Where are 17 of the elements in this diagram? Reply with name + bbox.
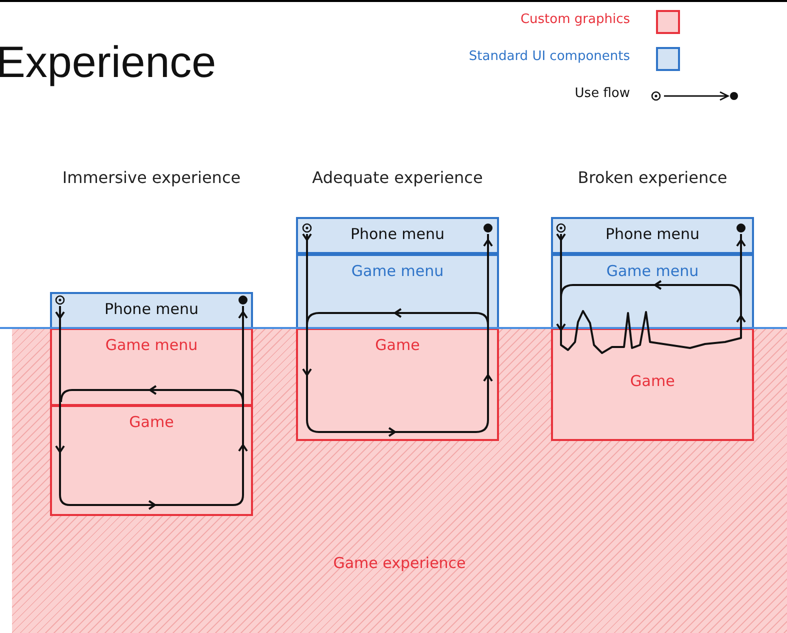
hatched-area — [12, 328, 787, 633]
legend-label: Custom graphics — [519, 12, 630, 27]
game-panel: Game menu — [50, 328, 253, 406]
game-panel: Game — [50, 405, 253, 516]
menu-panel: Phone menu — [50, 292, 253, 329]
menu-panel: Game menu — [296, 254, 499, 329]
game-panel: Game — [296, 328, 499, 441]
menu-panel: Phone menu — [296, 217, 499, 254]
area-label: Game experience — [332, 554, 467, 572]
legend-label: Standard UI components — [468, 49, 630, 64]
section-heading: Adequate experience — [311, 168, 484, 187]
menu-panel: Phone menu — [551, 217, 754, 254]
game-panel: Game — [551, 328, 754, 441]
menu-panel: Game menu — [551, 254, 754, 329]
legend-label: Use flow — [574, 86, 630, 101]
section-heading: Broken experience — [576, 168, 728, 187]
section-heading: Immersive experience — [61, 168, 242, 187]
